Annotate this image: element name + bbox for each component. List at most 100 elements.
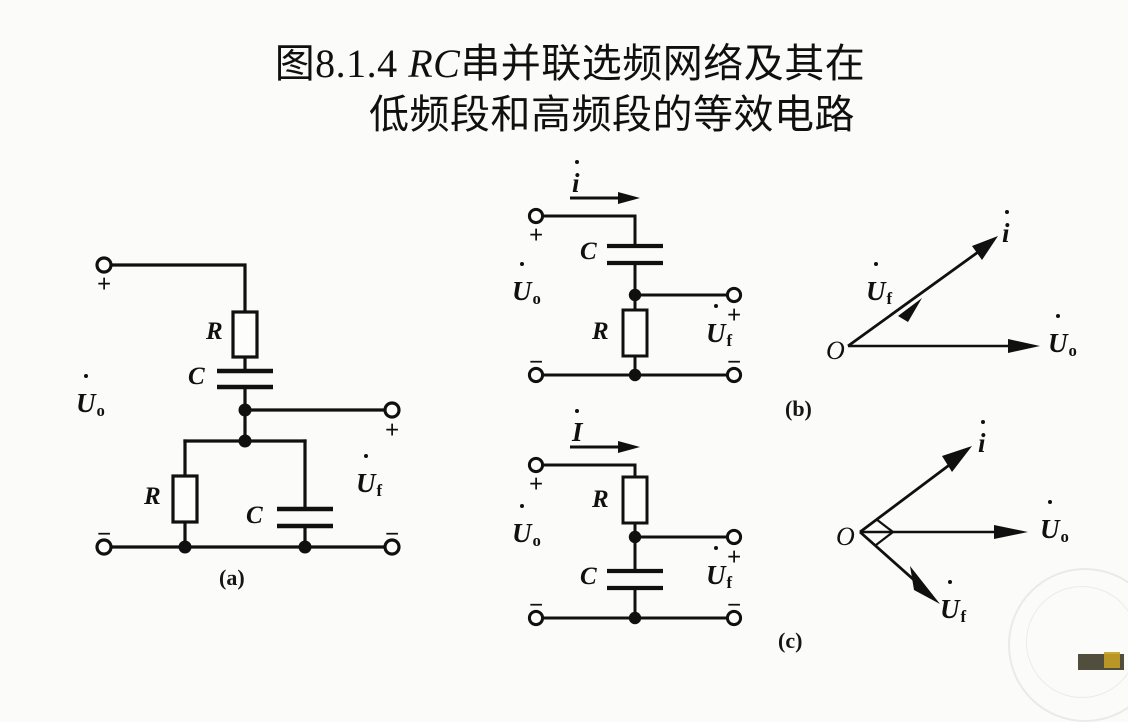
phasor-feedback-sub-b: f bbox=[886, 288, 893, 308]
current-arrow-c bbox=[570, 441, 640, 453]
phasor-label-feedback-c: Uf bbox=[940, 579, 967, 627]
overdot-icon bbox=[714, 303, 719, 308]
output-voltage-sub-b: f bbox=[726, 330, 733, 350]
terminal-in-plus-a bbox=[95, 256, 113, 274]
source-voltage-letter-c: U bbox=[512, 518, 532, 548]
overdot-icon bbox=[874, 261, 879, 266]
phasor-current-letter-c: i bbox=[978, 428, 986, 458]
output-voltage-letter-c: U bbox=[706, 560, 726, 590]
output-voltage-sub-c: f bbox=[726, 572, 733, 592]
phasor-feedback-letter-b: U bbox=[866, 276, 886, 306]
terminal-sign-in-plus-c: + bbox=[529, 471, 544, 498]
overdot-icon bbox=[364, 453, 369, 458]
terminal-out-plus-b bbox=[725, 286, 743, 304]
current-letter-c: I bbox=[572, 417, 583, 447]
output-voltage-letter-a: U bbox=[356, 468, 376, 498]
circuit-c: R C + − + − I Uo Uf bbox=[510, 408, 780, 630]
phasor-origin-b: O bbox=[826, 336, 845, 365]
overdot-icon bbox=[575, 159, 580, 164]
label-resistor-series-c: R bbox=[592, 486, 609, 513]
title-line-2: 低频段和高频段的等效电路 bbox=[369, 92, 855, 138]
vector-output-voltage-c bbox=[860, 525, 1028, 539]
overdot-icon bbox=[520, 503, 525, 508]
label-capacitor-series-b: C bbox=[580, 238, 597, 265]
title-prefix: 图8.1.4 bbox=[274, 41, 409, 86]
source-voltage-sub-b: o bbox=[532, 288, 541, 308]
label-current-b: i bbox=[572, 159, 580, 199]
watermark-bar-accent bbox=[1104, 652, 1120, 668]
resistor-series-a bbox=[231, 310, 259, 359]
label-capacitor-shunt-c: C bbox=[580, 563, 597, 590]
phasor-label-feedback-b: Uf bbox=[866, 261, 893, 309]
title-rest: 串并联选频网络及其在 bbox=[460, 41, 866, 86]
source-voltage-letter-b: U bbox=[512, 276, 532, 306]
phasor-c-svg bbox=[859, 446, 1028, 604]
label-resistor-shunt-a: R bbox=[144, 483, 161, 510]
watermark-bar bbox=[1078, 652, 1124, 670]
resistor-shunt-b bbox=[621, 308, 649, 358]
slide-page: 图8.1.4 RC串并联选频网络及其在 低频段和高频段的等效电路 bbox=[0, 38, 1128, 722]
overdot-icon bbox=[575, 408, 580, 413]
overdot-icon bbox=[981, 419, 986, 424]
wire-top-c bbox=[536, 463, 637, 479]
junction-dots-b bbox=[628, 288, 642, 382]
capacitor-series-b bbox=[607, 243, 663, 266]
overdot-icon bbox=[84, 373, 89, 378]
terminal-sign-out-plus-c: + bbox=[727, 544, 742, 571]
junction-dots-c bbox=[628, 530, 642, 625]
caption-a: (a) bbox=[219, 565, 245, 590]
label-capacitor-shunt-a: C bbox=[246, 502, 263, 529]
phasor-label-output-b: Uo bbox=[1048, 313, 1077, 361]
current-letter-b: i bbox=[572, 168, 580, 198]
terminal-sign-in-minus-c: − bbox=[529, 592, 544, 619]
label-output-voltage-c: Uf bbox=[706, 545, 733, 593]
label-resistor-series-a: R bbox=[206, 318, 223, 345]
terminal-sign-in-plus-b: + bbox=[529, 222, 544, 249]
overdot-icon bbox=[714, 545, 719, 550]
circuit-a-svg bbox=[95, 256, 401, 556]
terminal-in-minus-a bbox=[95, 538, 113, 556]
source-voltage-sub-a: o bbox=[96, 400, 105, 420]
phasor-label-current-b: i bbox=[1002, 209, 1010, 249]
label-capacitor-series-a: C bbox=[188, 363, 205, 390]
resistor-series-c bbox=[621, 475, 649, 525]
phasor-label-output-c: Uo bbox=[1040, 499, 1069, 547]
circuit-c-svg bbox=[527, 441, 743, 627]
circuit-b-svg bbox=[527, 192, 743, 384]
terminal-out-minus-a bbox=[383, 538, 401, 556]
terminal-in-minus-c bbox=[527, 609, 545, 627]
vector-feedback-voltage-c bbox=[859, 530, 940, 604]
capacitor-shunt-a bbox=[277, 506, 333, 529]
terminal-sign-in-plus-a: + bbox=[97, 271, 112, 298]
source-voltage-letter-a: U bbox=[76, 388, 96, 418]
phasor-output-letter-b: U bbox=[1048, 328, 1068, 358]
phasor-feedback-sub-c: f bbox=[960, 606, 967, 626]
terminal-sign-in-minus-b: − bbox=[529, 349, 544, 376]
overdot-icon bbox=[1056, 313, 1061, 318]
terminal-out-minus-b bbox=[725, 366, 743, 384]
label-source-voltage-a: Uo bbox=[76, 373, 105, 421]
circuit-a: R C R C + − + − Uo Uf bbox=[60, 230, 460, 570]
terminal-in-minus-b bbox=[527, 366, 545, 384]
right-angle-marker-c bbox=[875, 518, 895, 546]
vector-current-b bbox=[847, 236, 998, 348]
label-resistor-shunt-b: R bbox=[592, 318, 609, 345]
terminal-in-plus-b bbox=[527, 207, 545, 225]
phasor-output-letter-c: U bbox=[1040, 514, 1060, 544]
terminals-a bbox=[95, 256, 401, 556]
overdot-icon bbox=[948, 579, 953, 584]
phasor-current-letter-b: i bbox=[1002, 218, 1010, 248]
title-line-1: 图8.1.4 RC串并联选频网络及其在 bbox=[0, 38, 1128, 89]
phasor-output-sub-c: o bbox=[1060, 526, 1069, 546]
vector-feedback-voltage-b bbox=[898, 298, 922, 322]
circuit-b: C R + − + − i Uo Uf bbox=[510, 159, 780, 390]
label-current-c: I bbox=[572, 408, 583, 448]
phasor-b-svg bbox=[847, 236, 1040, 353]
terminal-sign-out-minus-b: − bbox=[727, 349, 742, 376]
overdot-icon bbox=[1005, 209, 1010, 214]
label-output-voltage-a: Uf bbox=[356, 453, 382, 501]
capacitor-series-a bbox=[217, 368, 273, 390]
phasor-output-sub-b: o bbox=[1068, 340, 1077, 360]
caption-c: (c) bbox=[778, 628, 803, 653]
label-output-voltage-b: Uf bbox=[706, 303, 733, 351]
